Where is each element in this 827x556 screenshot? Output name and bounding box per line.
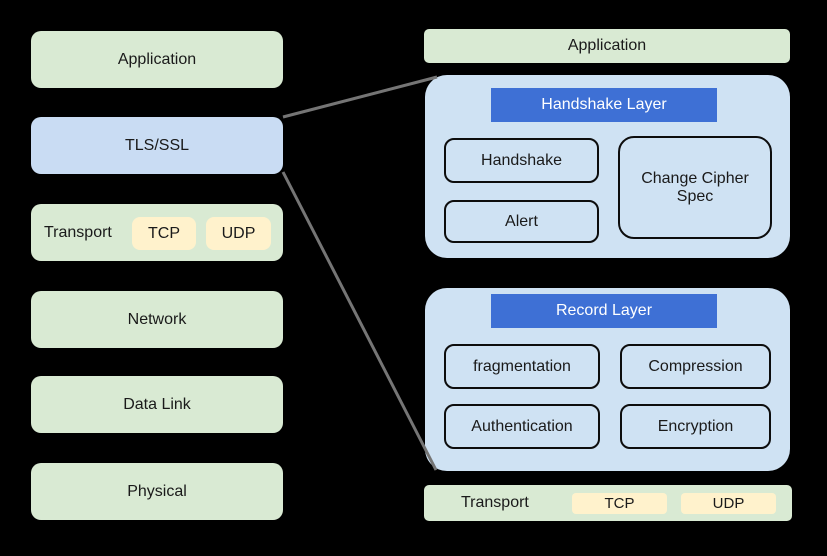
handshake-layer-title: Handshake Layer: [541, 96, 667, 113]
alert-box: Alert: [444, 200, 599, 243]
record-layer-header: Record Layer: [491, 294, 717, 328]
left-network-box: Network: [31, 291, 283, 348]
change-cipher-spec-box: Change Cipher Spec: [618, 136, 772, 239]
alert-box-label: Alert: [505, 212, 538, 230]
connector-line-top: [282, 75, 438, 119]
left-physical-label: Physical: [127, 482, 187, 500]
compression-box-label: Compression: [648, 357, 743, 375]
authentication-box: Authentication: [444, 404, 600, 449]
connector-line-bottom: [281, 171, 438, 471]
change-cipher-spec-label: Change Cipher Spec: [641, 169, 749, 205]
right-transport-bar: Transport TCP UDP: [424, 485, 792, 521]
encryption-box-label: Encryption: [657, 417, 734, 435]
left-application-label: Application: [117, 50, 197, 68]
encryption-box: Encryption: [620, 404, 771, 449]
left-tls-ssl-box: TLS/SSL: [31, 117, 283, 174]
handshake-box: Handshake: [444, 138, 599, 183]
left-network-label: Network: [127, 310, 187, 328]
left-data-link-label: Data Link: [123, 395, 191, 413]
left-application-box: Application: [31, 31, 283, 88]
record-layer-panel: Record Layer fragmentation Compression A…: [425, 288, 790, 471]
left-udp-chip: UDP: [206, 217, 271, 250]
left-tcp-chip: TCP: [132, 217, 196, 250]
handshake-layer-panel: Handshake Layer Handshake Change Cipher …: [425, 75, 790, 258]
left-transport-label: Transport: [44, 223, 112, 241]
handshake-layer-header: Handshake Layer: [491, 88, 717, 122]
left-physical-box: Physical: [31, 463, 283, 520]
record-layer-title: Record Layer: [555, 302, 653, 319]
handshake-box-label: Handshake: [481, 151, 562, 169]
left-transport-box: Transport TCP UDP: [31, 204, 283, 261]
authentication-box-label: Authentication: [471, 417, 573, 435]
right-tcp-chip: TCP: [572, 493, 667, 514]
right-application-label: Application: [567, 37, 647, 54]
left-data-link-box: Data Link: [31, 376, 283, 433]
compression-box: Compression: [620, 344, 771, 389]
fragmentation-box-label: fragmentation: [473, 357, 571, 375]
right-application-bar: Application: [424, 29, 790, 63]
right-transport-label: Transport: [461, 494, 529, 511]
right-udp-chip: UDP: [681, 493, 776, 514]
left-tls-ssl-label: TLS/SSL: [124, 136, 190, 154]
fragmentation-box: fragmentation: [444, 344, 600, 389]
